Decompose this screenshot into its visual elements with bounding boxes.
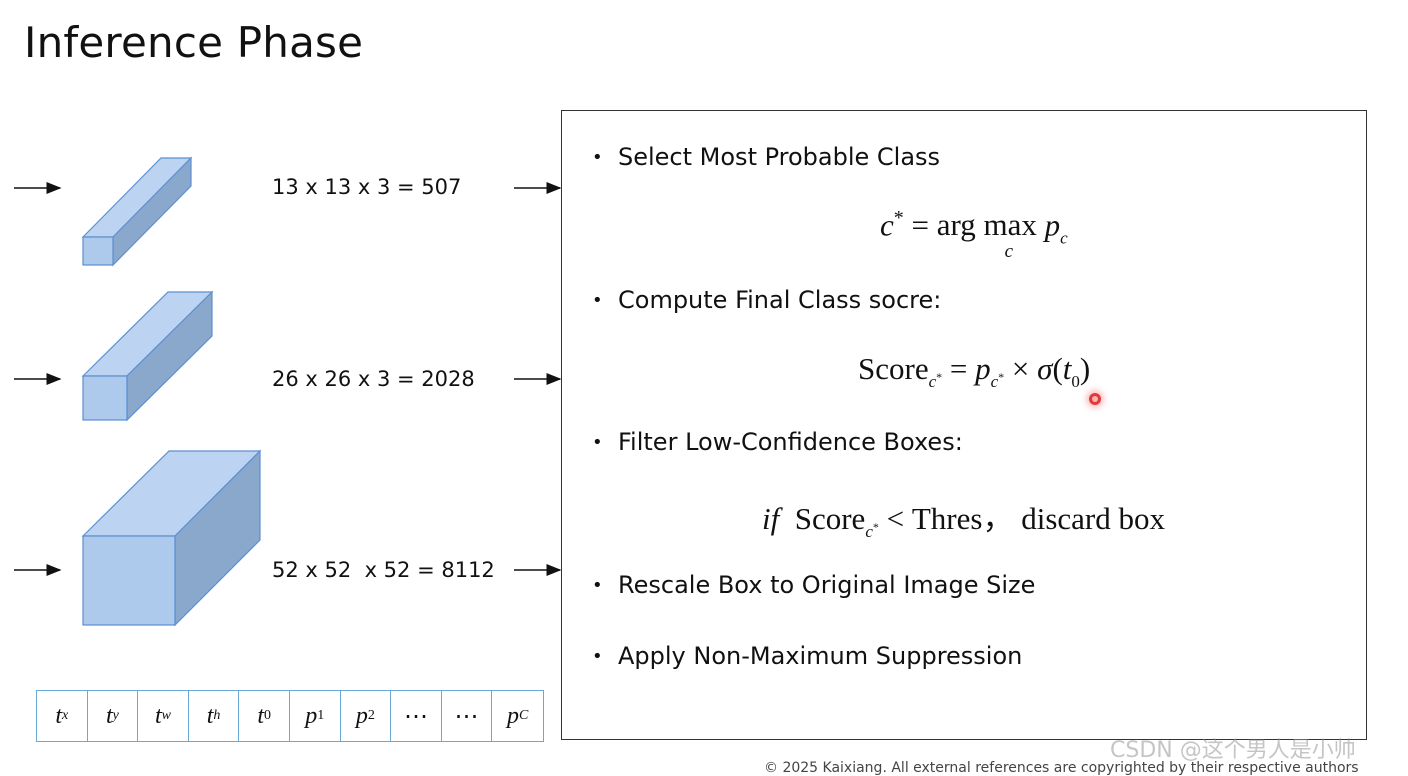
- feature-map-13-cuboid: [81, 156, 193, 267]
- bullet-dot-icon: •: [592, 646, 603, 667]
- csdn-watermark: CSDN @这个男人是小帅: [1110, 738, 1356, 763]
- bullet-dot-icon: •: [592, 290, 603, 311]
- scale-3-dims: 52 x 52 x 52 = 8112: [272, 558, 495, 582]
- vector-cell: ⋯: [442, 691, 493, 741]
- feature-map-26-cuboid: [81, 290, 214, 422]
- bullet-final-score: •Compute Final Class socre:: [592, 286, 942, 314]
- scale-2-dims: 26 x 26 x 3 = 2028: [272, 367, 475, 391]
- pointer-cursor-icon: [1089, 393, 1101, 405]
- formula-score: Scorec* = pc* × σ(t0): [858, 351, 1091, 391]
- formula-threshold: if Scorec* < Thres， discard box: [762, 501, 1165, 541]
- argmax-subscript: c: [1004, 241, 1014, 263]
- vector-cell: ⋯: [391, 691, 442, 741]
- bullet-dot-icon: •: [592, 432, 603, 453]
- feature-map-52-cuboid: [81, 449, 262, 627]
- bullet-nms: •Apply Non-Maximum Suppression: [592, 642, 1023, 670]
- scale-1-dims: 13 x 13 x 3 = 507: [272, 175, 462, 199]
- bullet-filter-boxes: •Filter Low-Confidence Boxes:: [592, 428, 963, 456]
- inference-steps-panel: •Select Most Probable Class c* = arg max…: [561, 110, 1367, 740]
- bullet-select-class: •Select Most Probable Class: [592, 143, 941, 171]
- bullet-dot-icon: •: [592, 147, 603, 168]
- bullet-rescale-box: •Rescale Box to Original Image Size: [592, 571, 1036, 599]
- copyright-footer: © 2025 Kaixiang. All external references…: [764, 760, 1359, 776]
- argmax-text: arg max: [936, 207, 1037, 243]
- page-title: Inference Phase: [24, 18, 364, 67]
- bullet-dot-icon: •: [592, 575, 603, 596]
